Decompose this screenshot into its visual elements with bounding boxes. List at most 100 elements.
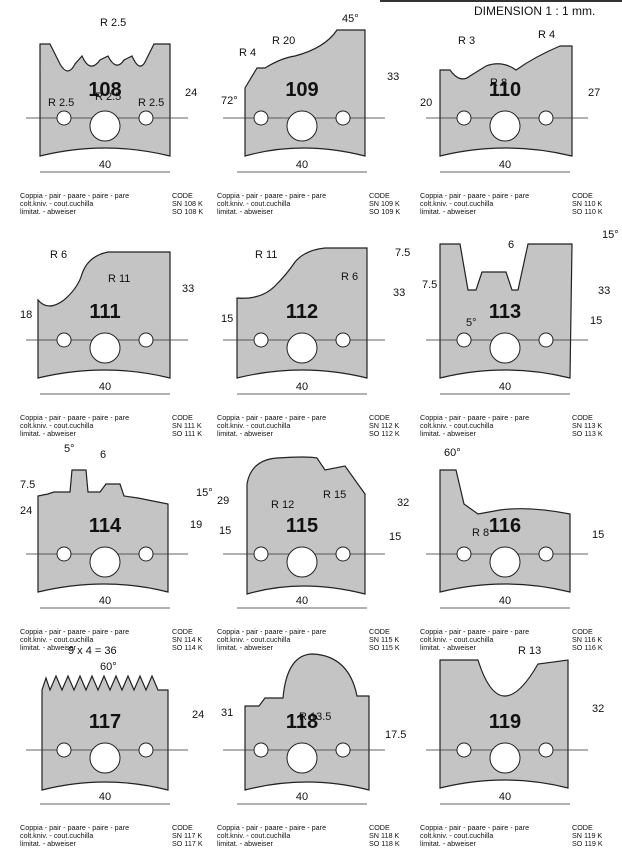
cutter-number: 115: [286, 515, 318, 537]
fixing-hole: [456, 110, 472, 126]
dimension-label: R 2.5: [95, 91, 121, 103]
code-description-line: limitat. - abweiser: [20, 207, 76, 216]
dimension-label: 6: [508, 239, 514, 251]
code-description-line: Coppia - pair - paare - paire - pare: [217, 627, 327, 636]
product-code: SO 110 K: [572, 207, 603, 216]
cutter-number: 116: [489, 515, 521, 537]
fixing-hole: [56, 332, 72, 348]
dimension-label: 20: [420, 97, 432, 109]
code-description-line: colt.kniv. - cout.cuchilla: [217, 831, 291, 840]
code-description-line: Coppia - pair - paare - paire - pare: [20, 823, 130, 832]
fixing-hole: [456, 332, 472, 348]
code-description-line: limitat. - abweiser: [20, 839, 76, 848]
dimension-label: R 8: [472, 527, 489, 539]
fixing-hole: [335, 742, 351, 758]
dimension-label: R 4: [239, 47, 256, 59]
product-code: SN 111 K: [172, 421, 202, 430]
code-description-line: limitat. - abweiser: [420, 429, 476, 438]
centre-bore-hole: [489, 110, 521, 142]
width-dimension-label: 40: [296, 791, 308, 803]
centre-bore-hole: [89, 110, 121, 142]
cutter-number: 114: [89, 515, 122, 537]
dimension-label: 60°: [100, 661, 117, 673]
width-dimension-label: 40: [296, 381, 308, 393]
cutter-number: 108: [88, 79, 121, 101]
code-heading: CODE: [369, 823, 390, 832]
blade-profile: [37, 251, 171, 379]
code-description-line: Coppia - pair - paare - paire - pare: [20, 413, 130, 422]
dimension-label: 15: [219, 525, 231, 537]
fixing-hole: [56, 546, 72, 562]
product-code: SN 109 K: [369, 199, 400, 208]
product-code: SO 114 K: [172, 643, 203, 652]
code-description-line: Coppia - pair - paare - paire - pare: [217, 191, 327, 200]
code-description-line: colt.kniv. - cout.cuchilla: [20, 199, 94, 208]
dimension-label: 18: [20, 309, 32, 321]
dimension-label: 15°: [602, 230, 619, 241]
code-description-line: colt.kniv. - cout.cuchilla: [20, 421, 94, 430]
code-description-line: Coppia - pair - paare - paire - pare: [217, 413, 327, 422]
code-description-line: limitat. - abweiser: [20, 643, 76, 652]
fixing-hole: [538, 546, 554, 562]
cutter-number: 117: [89, 711, 121, 733]
product-code: SO 113 K: [572, 429, 603, 438]
product-code: SO 117 K: [172, 839, 203, 848]
code-description-line: Coppia - pair - paare - paire - pare: [217, 823, 327, 832]
centre-bore-hole: [286, 742, 318, 774]
product-code: SO 118 K: [369, 839, 400, 848]
fixing-hole: [253, 110, 269, 126]
dimension-scale-label: DIMENSION 1 : 1 mm.: [474, 4, 596, 18]
blade-profile: [246, 456, 366, 595]
product-code: SN 114 K: [172, 635, 203, 644]
code-heading: CODE: [369, 413, 390, 422]
dimension-label: 15: [389, 531, 401, 543]
product-code: SN 117 K: [172, 831, 203, 840]
code-description-line: colt.kniv. - cout.cuchilla: [20, 831, 94, 840]
fixing-hole: [456, 546, 472, 562]
cutter-number: 113: [489, 301, 521, 323]
product-code: SO 119 K: [572, 839, 603, 848]
cutter-number: 109: [285, 79, 318, 101]
fixing-hole: [335, 110, 351, 126]
dimension-label: 33: [182, 283, 194, 295]
code-heading: CODE: [172, 627, 193, 636]
fixing-hole: [456, 742, 472, 758]
centre-bore-hole: [489, 742, 521, 774]
dimension-label: 7.5: [422, 279, 437, 291]
dimension-label: R 3: [458, 35, 475, 47]
cutter-number: 118: [286, 711, 318, 733]
code-heading: CODE: [369, 191, 390, 200]
code-description-line: Coppia - pair - paare - paire - pare: [420, 413, 530, 422]
header-rule: [380, 0, 622, 2]
dimension-label: 6: [100, 449, 106, 461]
fixing-hole: [335, 546, 351, 562]
dimension-label: 15°: [196, 487, 213, 499]
centre-bore-hole: [89, 332, 121, 364]
dimension-label: R 2.5: [138, 97, 164, 109]
dimension-label: 33: [598, 285, 610, 297]
fixing-hole: [253, 546, 269, 562]
dimension-label: 5°: [64, 444, 75, 455]
product-code: SN 116 K: [572, 635, 603, 644]
blade-profile: [41, 674, 169, 791]
product-code: SN 110 K: [572, 199, 603, 208]
